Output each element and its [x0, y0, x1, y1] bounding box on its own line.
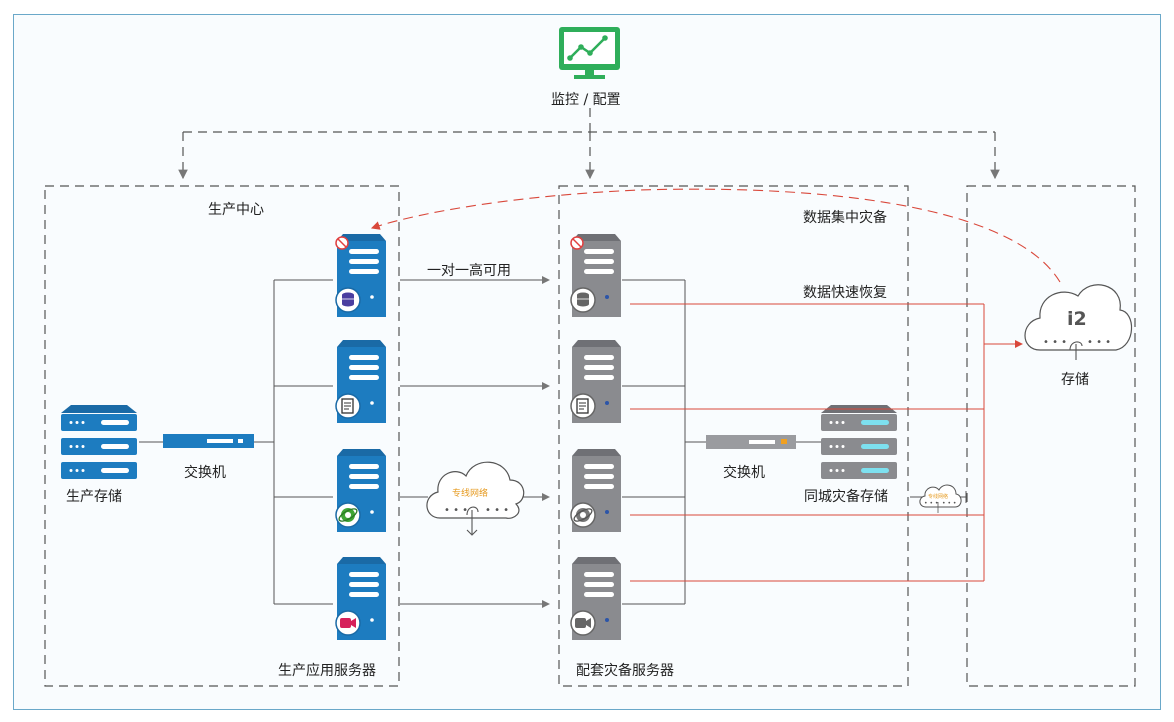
ha-arrows — [400, 276, 550, 608]
switch-left — [139, 434, 274, 448]
dr-server-2 — [570, 339, 622, 424]
small-network-cloud: • • • • • • — [910, 484, 967, 513]
data-centralized-dr-label: 数据集中灾备 — [803, 210, 887, 226]
svg-text:• • •: • • • — [444, 505, 468, 516]
region-boxes — [44, 185, 1136, 687]
browser-icon — [338, 508, 358, 522]
production-storage-label: 生产存储 — [66, 489, 122, 505]
dr-server-1 — [570, 233, 622, 318]
video-icon — [575, 618, 591, 628]
switch-left-label: 交换机 — [184, 465, 226, 481]
dedicated-network-label: 专线网络 — [452, 489, 489, 499]
database-icon — [342, 292, 354, 307]
dr-bus — [622, 279, 706, 605]
ha-label: 一对一高可用 — [427, 263, 511, 279]
production-center-label: 生产中心 — [208, 202, 264, 218]
production-server-3 — [335, 448, 387, 533]
browser-icon — [573, 508, 593, 522]
monitor-label: 监控 / 配置 — [551, 92, 621, 108]
production-server-1 — [335, 233, 387, 318]
centralized-dr-arc — [370, 188, 1061, 283]
no-entry-icon — [570, 236, 584, 250]
data-fast-recovery-label: 数据快速恢复 — [803, 285, 887, 301]
dr-server-3 — [570, 448, 622, 533]
database-icon — [577, 292, 589, 307]
production-center-box — [44, 185, 400, 687]
i2-brand-label: i2 — [1067, 308, 1087, 330]
switch-right-label: 交换机 — [723, 465, 765, 481]
document-icon — [576, 398, 589, 414]
storage-label: 存储 — [1061, 372, 1089, 388]
small-cloud-label: 专线网络 — [928, 494, 949, 500]
document-icon — [341, 398, 354, 414]
red-replication-lines — [630, 303, 1023, 582]
local-dr-storage — [821, 405, 897, 479]
production-server-4 — [335, 556, 387, 641]
svg-text:• • •: • • • — [942, 500, 956, 507]
left-bus — [273, 279, 333, 605]
dr-server-4 — [570, 556, 622, 641]
dr-center-box — [558, 185, 909, 687]
production-storage — [61, 405, 137, 479]
production-server-2 — [335, 339, 387, 424]
monitor-lines — [178, 108, 1000, 180]
local-dr-storage-label: 同城灾备存储 — [804, 489, 888, 505]
switch-right — [706, 435, 821, 449]
no-entry-icon — [335, 236, 349, 250]
dr-servers-label: 配套灾备服务器 — [576, 663, 674, 679]
monitor-chart-icon — [559, 27, 620, 79]
video-icon — [340, 618, 356, 628]
svg-text:• • •: • • • — [924, 500, 938, 507]
cloud-storage-box — [966, 185, 1136, 687]
production-servers-label: 生产应用服务器 — [278, 663, 376, 679]
i2-cloud: • • • • • • — [1024, 284, 1133, 360]
dedicated-network-cloud: • • • • • • — [426, 461, 525, 536]
svg-text:• • •: • • • — [485, 505, 509, 516]
svg-text:• • •: • • • — [1087, 337, 1111, 348]
svg-text:• • •: • • • — [1043, 337, 1067, 348]
